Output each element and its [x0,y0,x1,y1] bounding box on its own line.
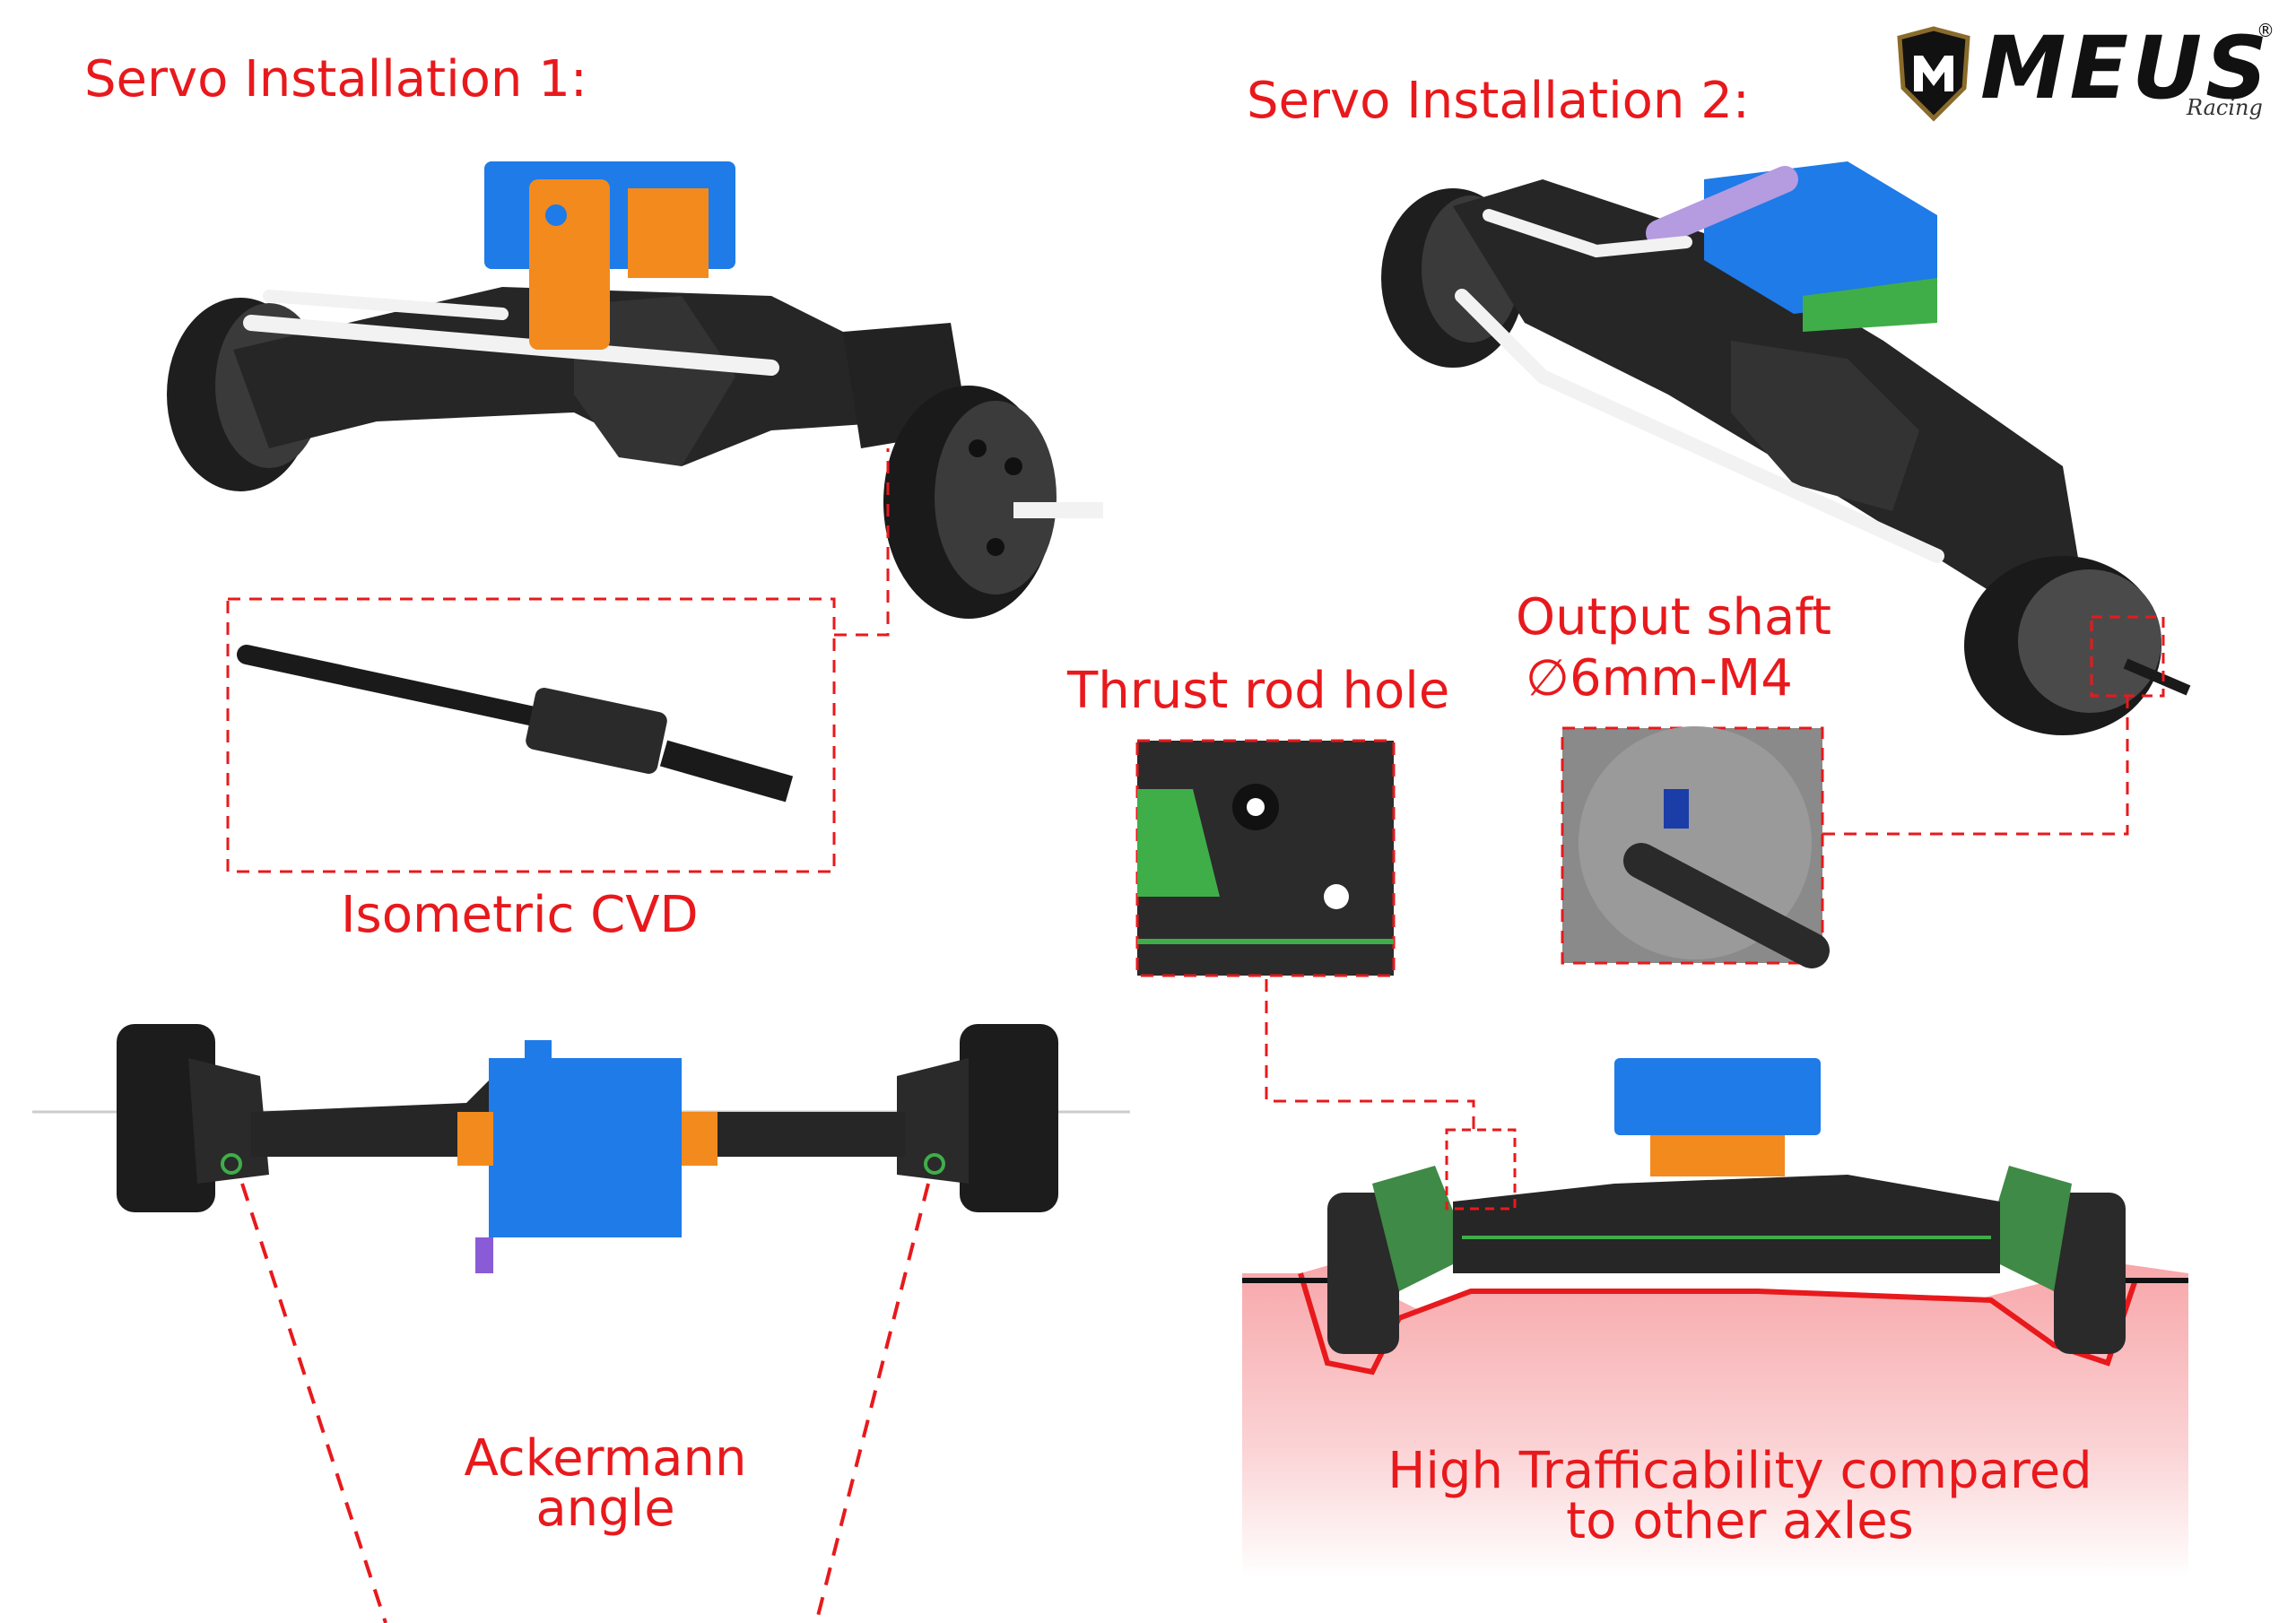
ground-clearance-area [1242,1255,2188,1578]
trafficability-label: High Trafficability compared [1387,1442,2092,1500]
servo-mount-green [1803,278,1937,332]
ackermann-angle-label: angle [535,1480,675,1538]
tie-rod-2 [1455,289,1944,563]
trafficability-label-2: to other axles [1566,1492,1914,1550]
servo-horn-purple [1646,166,1798,247]
servo-horn-orange [529,179,610,350]
isometric-cvd-label: Isometric CVD [341,886,699,944]
servo-installation-1-title: Servo Installation 1: [84,50,587,108]
axle-housing-4 [1453,1175,2000,1273]
axle-servo-install-1 [167,161,1103,619]
thrust-rod-hole-label: Thrust rod hole [1067,662,1450,720]
servo-blue-3 [489,1058,682,1237]
ackermann-label: Ackermann [464,1429,747,1488]
servo-blue-4 [1614,1058,1821,1135]
output-shaft-label: Output shaft [1516,588,1831,647]
brand-subtitle: Racing [2187,95,2263,120]
tie-rod [243,315,779,376]
cvd-shaft [237,645,794,803]
axle-front-view [32,1024,1130,1273]
servo-installation-2-title: Servo Installation 2: [1247,72,1750,130]
cvd-callout-box [226,597,836,873]
axle-trafficability [1242,1058,2188,1578]
axle-servo-install-2 [1381,161,2191,735]
shield-icon [1897,26,1970,122]
ackermann-line-left [240,1183,387,1623]
brand-name: MEUS [1980,18,2272,118]
ackermann-line-right [814,1183,930,1623]
right-wheel-3 [960,1024,1058,1212]
output-stub [1013,502,1103,518]
registered-mark: ® [2257,20,2274,41]
brand-logo: MEUS ® Racing [1891,18,2285,124]
output-shaft-size-label: ∅6mm-M4 [1526,649,1793,707]
